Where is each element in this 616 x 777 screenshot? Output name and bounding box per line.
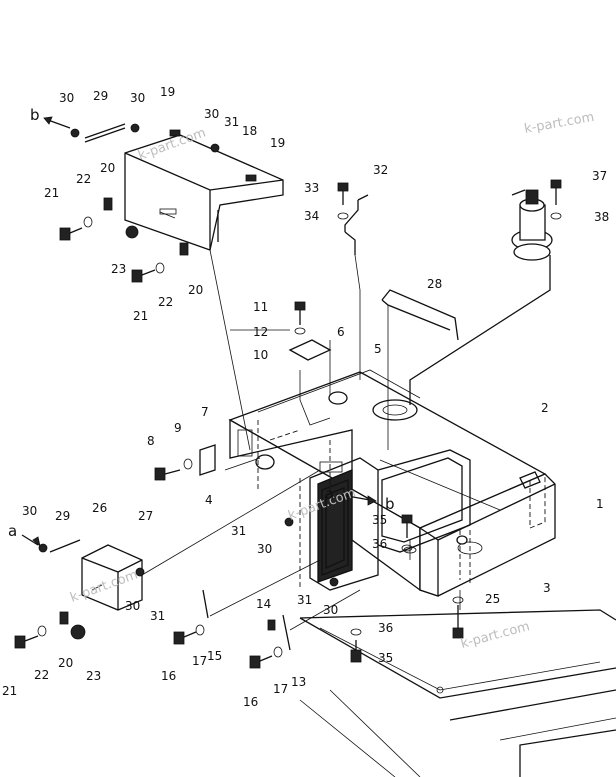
part-callout: 26 [92,501,107,515]
part-callout: 28 [427,277,442,291]
part-callout: 20 [188,283,203,297]
part-callout: 34 [304,209,319,223]
part-callout: 36 [372,537,387,551]
part-callout: 22 [158,295,173,309]
part-callout: 4 [205,493,213,507]
view-letters: b a a b [8,106,395,540]
part-callout: 15 [207,649,222,663]
part-callout: 25 [485,592,500,606]
part-callout: 36 [378,621,393,635]
part-callout: 19 [270,136,285,150]
part-callout: 17 [273,682,288,696]
part-callout: 35 [372,513,387,527]
part-callout: 27 [138,509,153,523]
part-callout: 30 [22,504,37,518]
part-callout: 23 [86,669,101,683]
part-callout: 10 [253,348,268,362]
part-callout: 2 [541,401,549,415]
watermark: k-part.com [459,619,531,652]
part-callout: 20 [58,656,73,670]
pipes-and-leaders [141,194,461,631]
part-callout: 22 [34,668,49,682]
view-arrows [21,116,377,548]
part-callout: 38 [594,210,609,224]
part-callout: 5 [374,342,382,356]
part-callout: 35 [378,651,393,665]
part-callout: 17 [192,654,207,668]
part-callout: 31 [150,609,165,623]
part-callout: 20 [100,161,115,175]
part-callout: 37 [592,169,607,183]
part-callout: 14 [256,597,271,611]
part-callout: 30 [59,91,74,105]
part-callout: 7 [201,405,209,419]
view-letter-a: a [8,522,17,540]
part-callout: 29 [55,509,70,523]
part-callout: 31 [231,524,246,538]
part-callout: 31 [224,115,239,129]
part-callout: 30 [323,603,338,617]
part-callout: 1 [596,497,604,511]
part-callout: 29 [93,89,108,103]
part-callout: 6 [337,325,345,339]
part-callout: 30 [125,599,140,613]
part-callout: 22 [76,172,91,186]
part-callout: 30 [204,107,219,121]
part-callout: 21 [2,684,17,698]
part-callout: 11 [253,300,268,314]
part-callout: 13 [291,675,306,689]
part-callout: 3 [543,581,551,595]
floor-frame-plate [299,609,616,777]
part-callout: 33 [304,181,319,195]
view-letter-a: a [325,485,334,503]
part-callout: 16 [243,695,258,709]
side-bracket [81,544,143,611]
part-callout: 18 [242,124,257,138]
bolt-icons [14,123,562,669]
part-callout: 21 [44,186,59,200]
level-gauge [409,189,553,405]
part-callout: 16 [161,669,176,683]
part-callout: 23 [111,262,126,276]
part-callout: 19 [160,85,175,99]
watermark: k-part.com [523,110,595,137]
top-cover [124,134,284,251]
view-letter-b: b [30,106,40,124]
part-callout: 32 [373,163,388,177]
part-callout: 12 [253,325,268,339]
tank-body [228,369,556,597]
part-callouts: 30 29 30 19 30 31 18 19 20 22 21 23 22 2… [2,85,609,709]
part-callout: 21 [133,309,148,323]
part-callout: 8 [147,434,155,448]
view-letter-b: b [385,495,395,513]
part-callout: 31 [297,593,312,607]
part-callout: 9 [174,421,182,435]
part-callout: 30 [257,542,272,556]
part-callout: 30 [130,91,145,105]
